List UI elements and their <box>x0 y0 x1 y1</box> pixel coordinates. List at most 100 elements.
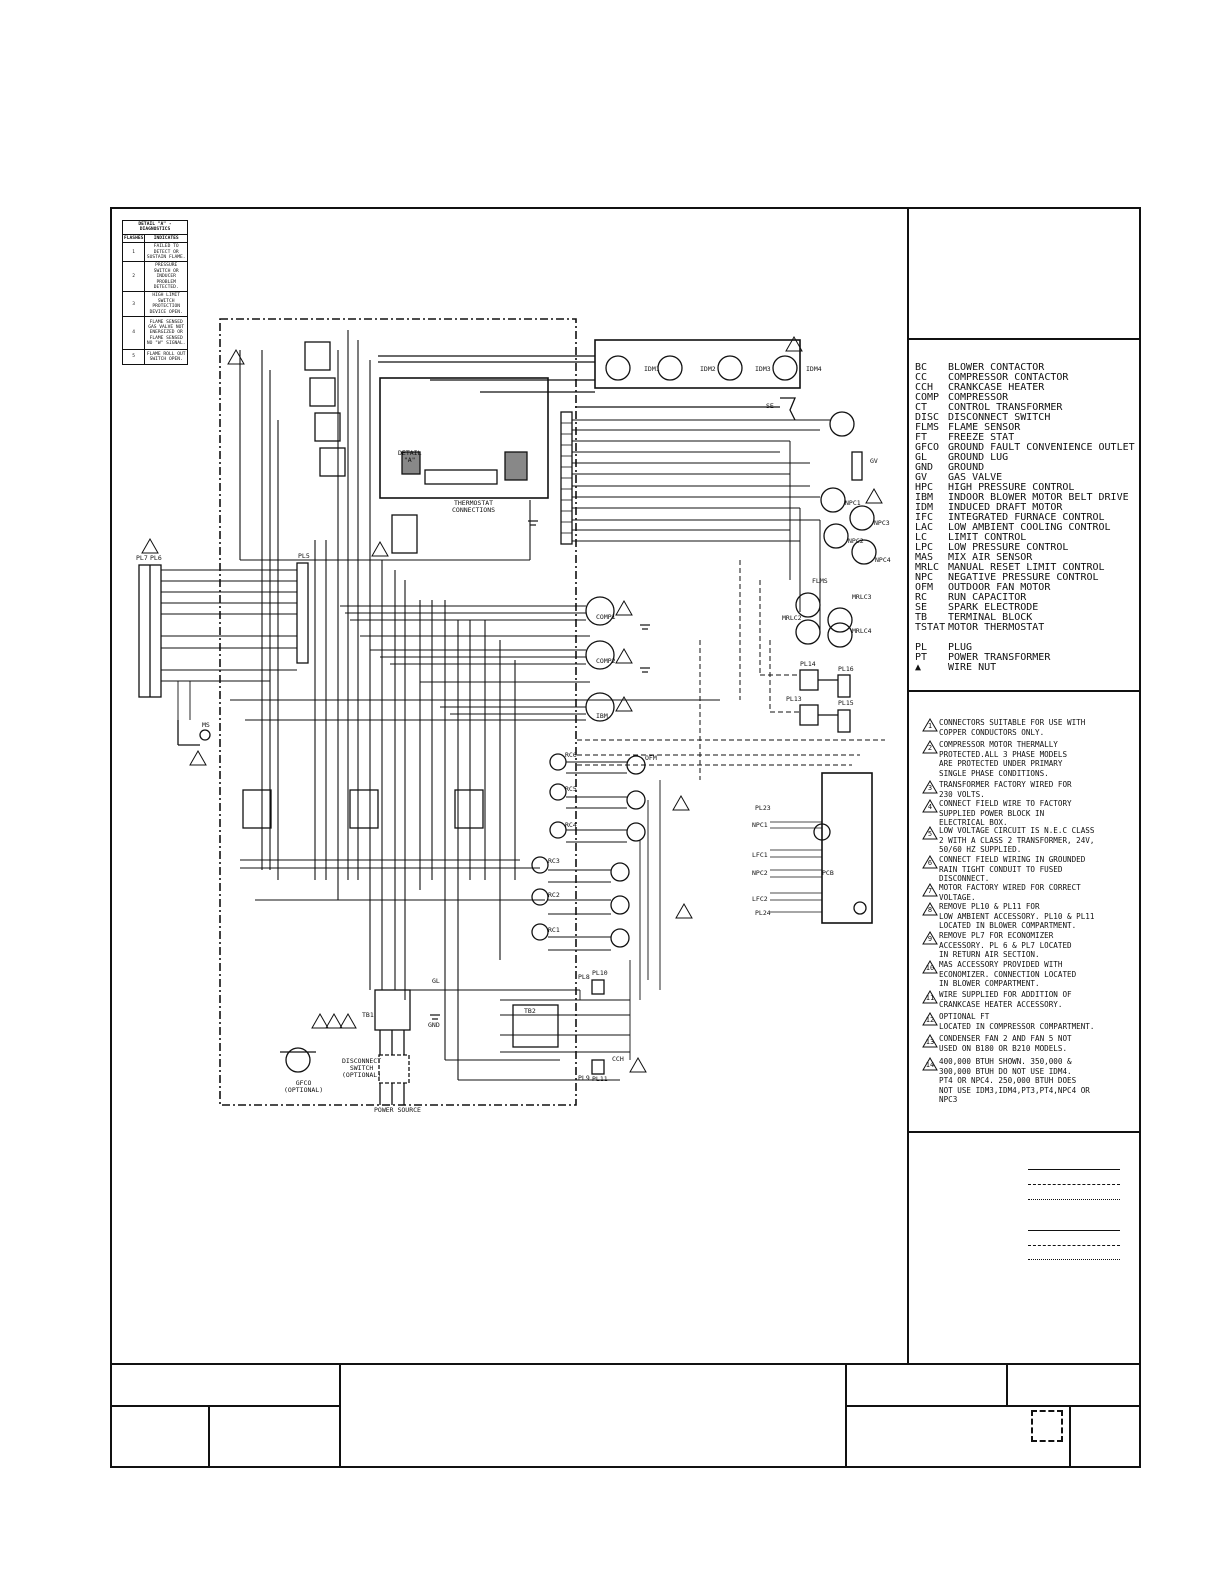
diagnostics-table: DETAIL "A" - DIAGNOSTICS FLASHES INDICAT… <box>121 220 188 366</box>
line-sample-solid-1 <box>1028 1169 1120 1170</box>
warning-triangle-icon <box>922 990 938 1004</box>
pl9-label: PL9 <box>578 1074 590 1082</box>
pl23-label: PL23 <box>755 804 771 812</box>
diag-flash-5: 5 <box>121 349 146 366</box>
note-11: 11 WIRE SUPPLIED FOR ADDITION OF CRANKCA… <box>922 990 1122 1009</box>
gv-label: GV <box>870 457 878 465</box>
pl24-label: PL24 <box>755 909 771 917</box>
thermostat-label: THERMOSTAT CONNECTIONS <box>452 499 496 514</box>
pl6-label: PL6 <box>150 554 162 562</box>
warning-triangle-icon <box>922 1057 938 1071</box>
diag-desc-2: PRESSURE SWITCH OR INDUCER PROBLEM DETEC… <box>144 261 188 293</box>
gfco-label: GFCO (OPTIONAL) <box>284 1079 324 1094</box>
diag-desc-5: FLAME ROLL OUT SWITCH OPEN. <box>144 349 188 366</box>
idm1-label: IDM1 <box>644 365 660 373</box>
sheet-marker-box <box>1031 1410 1063 1442</box>
title-cell-left-top <box>110 1363 341 1407</box>
diag-flash-4: 4 <box>121 316 146 351</box>
line-sample-dashed-1 <box>1028 1199 1120 1200</box>
rc1-label: RC1 <box>548 926 560 934</box>
lfc2-label: LFC2 <box>752 895 768 903</box>
note-7: 7 MOTOR FACTORY WIRED FOR CORRECT VOLTAG… <box>922 883 1122 902</box>
pl7-label: PL7 <box>136 554 148 562</box>
note-3: 3 TRANSFORMER FACTORY WIRED FOR 230 VOLT… <box>922 780 1122 799</box>
pl11-label: PL11 <box>592 1075 608 1083</box>
idm4-label: IDM4 <box>806 365 822 373</box>
title-cell-left-bottom-b <box>208 1405 341 1468</box>
diag-desc-1: FAILED TO DETECT OR SUSTAIN FLAME. <box>144 242 188 263</box>
diag-flash-1: 1 <box>121 242 146 263</box>
tb1-label: TB1 <box>362 1011 374 1019</box>
pcb-label: PCB <box>822 869 834 877</box>
mrlc4-label: MRLC4 <box>852 627 872 635</box>
rc5-label: RC5 <box>565 785 577 793</box>
title-cell-right-bottom-b <box>1069 1405 1141 1468</box>
cch-label: CCH <box>612 1055 624 1063</box>
ms-label: MS <box>202 721 210 729</box>
warning-triangle-icon <box>922 902 938 916</box>
tb2-label: TB2 <box>524 1007 536 1015</box>
gl-label: GL <box>432 977 440 985</box>
note-1: 1 CONNECTORS SUITABLE FOR USE WITH COPPE… <box>922 718 1122 737</box>
idm2-label: IDM2 <box>700 365 716 373</box>
warning-triangle-icon <box>922 855 938 869</box>
warning-triangle-icon <box>922 718 938 732</box>
note-2: 2 COMPRESSOR MOTOR THERMALLY PROTECTED.A… <box>922 740 1122 778</box>
npc2b-label: NPC2 <box>752 869 768 877</box>
line-sample-dashdot-2 <box>1028 1245 1120 1246</box>
ibm-label: IBM <box>596 712 608 720</box>
npc4-label: NPC4 <box>875 556 891 564</box>
diag-desc-3: HIGH LIMIT SWITCH PROTECTION DEVICE OPEN… <box>144 291 188 318</box>
pl8-label: PL8 <box>578 973 590 981</box>
note-4: 4 CONNECT FIELD WIRE TO FACTORY SUPPLIED… <box>922 799 1122 828</box>
warning-triangle-icon <box>922 1012 938 1026</box>
comp2-label: COMP2 <box>596 657 616 665</box>
detail-label: DETAIL "A" <box>398 449 422 464</box>
legend-top-line <box>907 338 1141 340</box>
diagnostics-header-indicates: INDICATES <box>144 233 188 244</box>
npc1-label: NPC1 <box>845 499 861 507</box>
warning-triangle-icon <box>922 826 938 840</box>
title-cell-left-bottom-a <box>110 1405 210 1468</box>
diag-flash-2: 2 <box>121 261 146 293</box>
right-panel-divider <box>907 207 909 1365</box>
power-source-label: POWER SOURCE <box>374 1106 421 1114</box>
disconnect-label: DISCONNECT SWITCH (OPTIONAL) <box>342 1057 382 1079</box>
pl5-label: PL5 <box>298 552 310 560</box>
rc4-label: RC4 <box>565 821 577 829</box>
pl14-label: PL14 <box>800 660 816 668</box>
warning-triangle-icon <box>922 1034 938 1048</box>
npc3-label: NPC3 <box>874 519 890 527</box>
mrlc2-label: MRLC2 <box>782 614 802 622</box>
lfc1-label: LFC1 <box>752 851 768 859</box>
pl15-label: PL15 <box>838 699 854 707</box>
wiring-diagram <box>138 318 885 1106</box>
warning-triangle-icon <box>922 780 938 794</box>
warning-triangle-icon <box>141 335 883 1073</box>
mrlc3-label: MRLC3 <box>852 593 872 601</box>
pl16-label: PL16 <box>838 665 854 673</box>
wire-nut-icon: ▲ <box>915 662 922 673</box>
notes-top-line <box>907 690 1141 692</box>
